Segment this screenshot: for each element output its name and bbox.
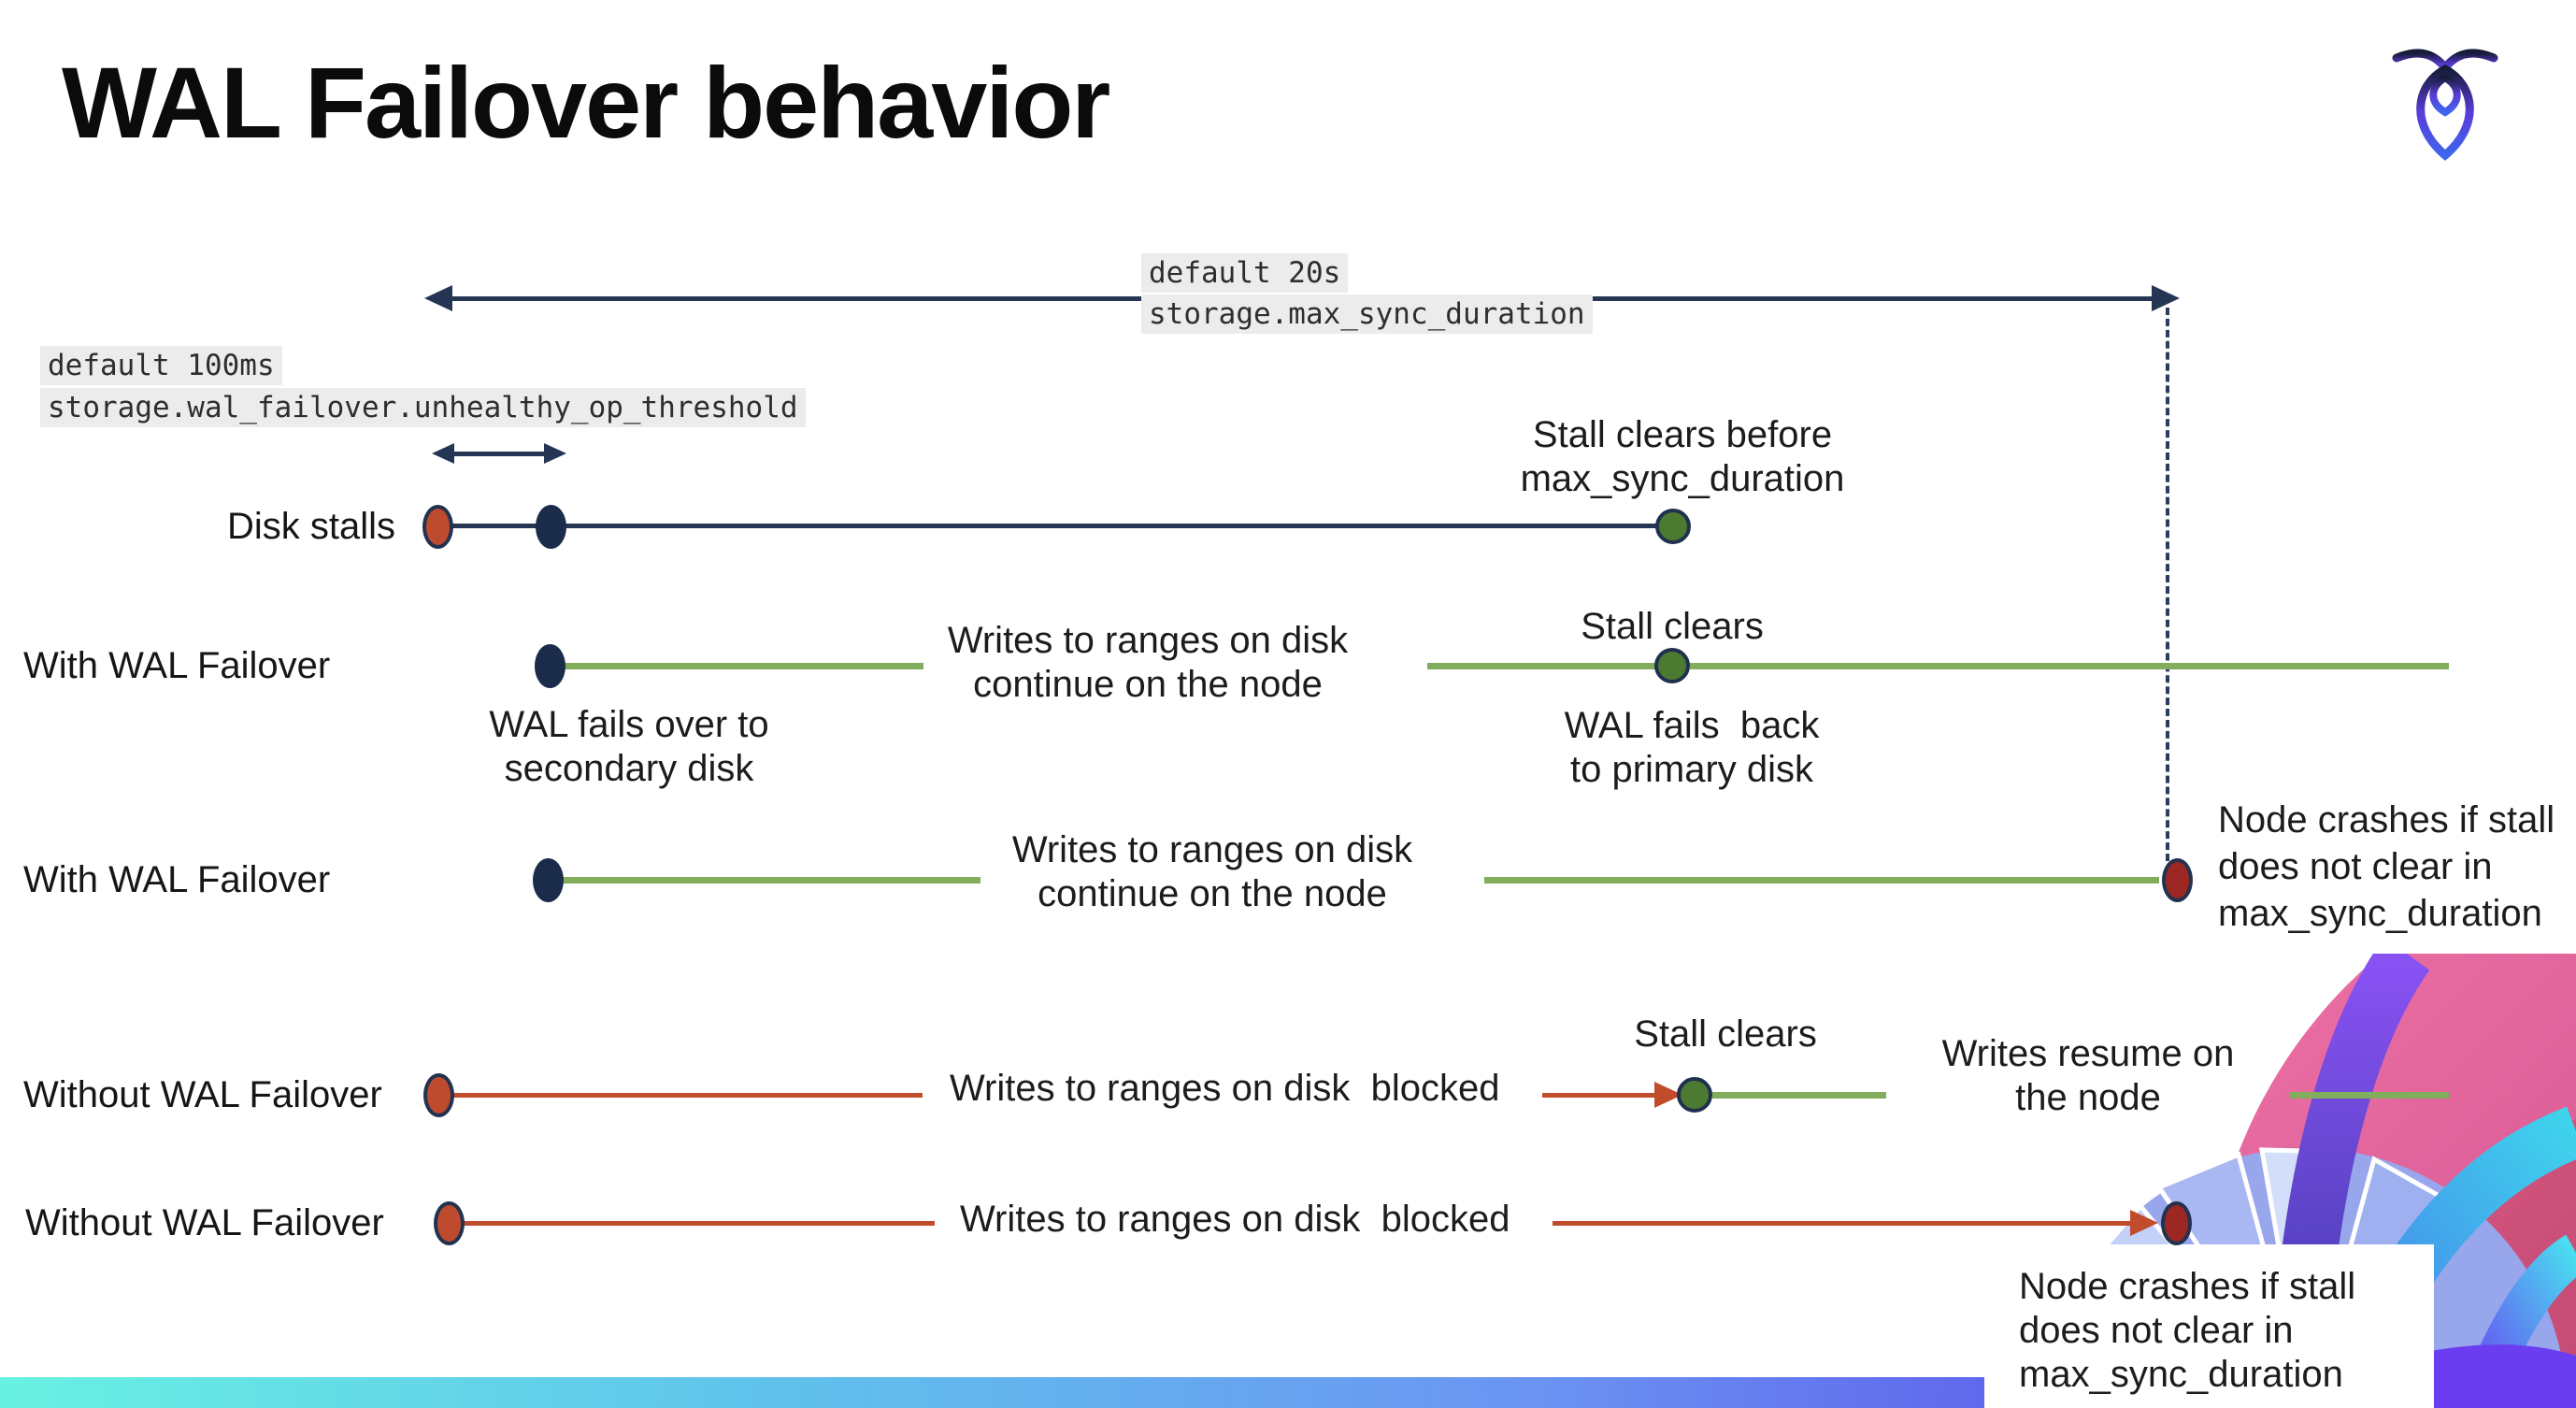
writes-continue-line (562, 877, 980, 884)
stall-clears-dot (1655, 509, 1691, 544)
writes-blocked-line (463, 1221, 935, 1226)
arrowhead-right-icon (2130, 1210, 2158, 1236)
arrowhead-right-icon (2152, 285, 2180, 311)
failover-dot (535, 644, 565, 688)
stall-clears-dot (1654, 648, 1690, 683)
max-sync-setting-label: storage.max_sync_duration (1141, 295, 1593, 334)
arrowhead-left-icon (432, 443, 454, 464)
failover-threshold-dot (536, 505, 566, 549)
threshold-setting-label: storage.wal_failover.unhealthy_op_thresh… (40, 388, 806, 427)
max-sync-default-label: default 20s (1141, 253, 1349, 293)
row-label-without-wal-failover-1: Without WAL Failover (23, 1074, 382, 1115)
stall-start-dot (422, 505, 453, 549)
wal-failback-annotation: WAL fails back to primary disk (1564, 705, 1820, 790)
row-label-without-wal-failover-2: Without WAL Failover (25, 1202, 384, 1243)
stall-clears-annotation: Stall clears (1634, 1013, 1817, 1055)
timeline-disk-stalls (437, 524, 1673, 528)
writes-continue-annotation: Writes to ranges on disk continue on the… (1011, 829, 1413, 914)
arrowhead-left-icon (424, 285, 452, 311)
stall-clears-dot (1677, 1077, 1712, 1113)
stall-clears-annotation: Stall clears (1581, 606, 1764, 647)
page-title: WAL Failover behavior (62, 46, 1110, 159)
writes-continue-line (564, 663, 923, 669)
cockroachdb-logo-icon (2389, 43, 2501, 166)
row-label-with-wal-failover-1: With WAL Failover (23, 645, 331, 686)
node-crash-dot (2161, 1201, 2192, 1245)
node-crashes-annotation: Node crashes if stall does not clear in … (2218, 799, 2555, 934)
threshold-span-line (451, 452, 548, 456)
writes-blocked-line (452, 1093, 923, 1098)
writes-continue-line (1484, 877, 2159, 884)
writes-continue-line (1427, 663, 1656, 669)
row-label-disk-stalls: Disk stalls (227, 506, 396, 547)
writes-blocked-arrow-line (1542, 1093, 1656, 1098)
stall-start-dot (434, 1201, 465, 1245)
failover-dot (533, 858, 564, 902)
stall-start-dot (423, 1073, 454, 1117)
writes-blocked-arrow-line (1553, 1221, 2132, 1226)
writes-blocked-annotation: Writes to ranges on disk blocked (950, 1068, 1500, 1109)
max-sync-deadline-dashed-line (2166, 308, 2169, 861)
writes-resume-line (1712, 1092, 1886, 1099)
wal-failover-annotation: WAL fails over to secondary disk (489, 704, 769, 789)
node-crash-dot (2162, 858, 2193, 902)
writes-blocked-annotation: Writes to ranges on disk blocked (960, 1199, 1510, 1240)
writes-continue-line (1690, 663, 2449, 669)
node-crashes-annotation: Node crashes if stall does not clear in … (2019, 1266, 2356, 1395)
node-crashes-callout-box: Node crashes if stall does not clear in … (1984, 1244, 2434, 1408)
threshold-default-label: default 100ms (40, 346, 282, 385)
stall-clears-before-annotation: Stall clears before max_sync_duration (1520, 414, 1845, 499)
writes-continue-annotation: Writes to ranges on disk continue on the… (947, 620, 1349, 705)
writes-resume-line (2290, 1092, 2449, 1099)
row-label-with-wal-failover-2: With WAL Failover (23, 859, 331, 900)
arrowhead-right-icon (544, 443, 566, 464)
writes-resume-annotation: Writes resume on the node (1941, 1033, 2235, 1118)
